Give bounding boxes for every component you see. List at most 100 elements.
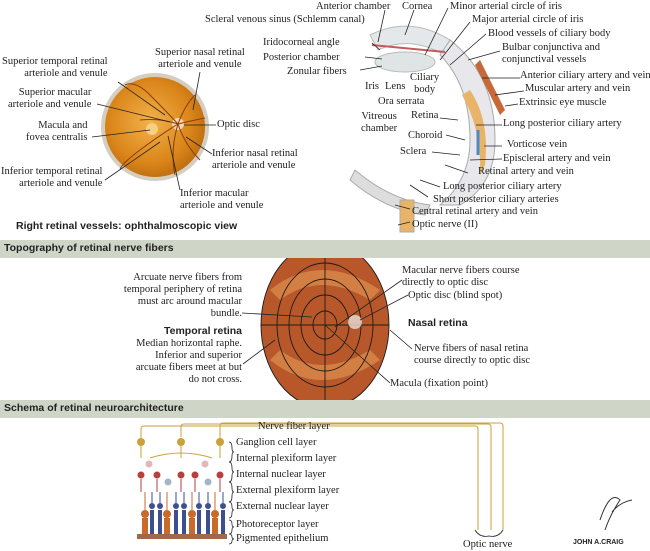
label-major-circle: Major arterial circle of iris — [472, 14, 584, 25]
label-ora-serrata: Ora serrata — [378, 96, 425, 107]
rod-cell — [206, 510, 210, 534]
artist-signature — [599, 497, 633, 531]
retina-schema — [137, 422, 633, 545]
cone-cell — [189, 518, 195, 534]
topo-leaders — [241, 279, 413, 384]
horizontal-cell — [204, 478, 212, 486]
label-scleral-sinus: Scleral venous sinus (Schlemm canal) — [205, 14, 365, 25]
amacrine-cell — [201, 460, 209, 468]
rod-nucleus — [181, 503, 187, 509]
label-minor-circle: Minor arterial circle of iris — [450, 1, 562, 12]
eye-leaders — [359, 7, 525, 226]
label-temporal-retina: Temporal retina — [164, 325, 242, 337]
layer-external-plexiform: External plexiform layer — [236, 485, 340, 496]
rod-nucleus — [196, 503, 202, 509]
label-choroid: Choroid — [408, 130, 443, 141]
label-lens: Lens — [385, 81, 406, 92]
label-central-retinal: Central retinal artery and vein — [412, 206, 538, 217]
cone-cell — [212, 518, 218, 534]
bipolar-cell — [137, 471, 145, 479]
layer-internal-plexiform: Internal plexiform layer — [236, 453, 337, 464]
cone-nucleus — [188, 510, 196, 518]
label-vorticose: Vorticose vein — [507, 139, 568, 150]
label-sclera: Sclera — [400, 146, 427, 157]
layer-photoreceptor: Photoreceptor layer — [236, 519, 319, 530]
layer-ganglion: Ganglion cell layer — [236, 437, 317, 448]
ganglion-branch — [149, 452, 213, 459]
label-blood-ciliary: Blood vessels of ciliary body — [488, 28, 611, 39]
label-optic-nerve-ii: Optic nerve (II) — [412, 219, 478, 230]
fundus-image — [101, 73, 209, 181]
horizontal-cell — [164, 478, 172, 486]
bipolar-cell — [153, 471, 161, 479]
cone-cell — [164, 518, 170, 534]
label-anterior-ciliary: Anterior ciliary artery and vein — [520, 70, 650, 81]
label-temporal-text: Median horizontal raphe.Inferior and sup… — [135, 338, 242, 385]
label-muscular: Muscular artery and vein — [525, 83, 631, 94]
label-zonular: Zonular fibers — [287, 66, 347, 77]
rod-cell — [174, 510, 178, 534]
layer-internal-nuclear: Internal nuclear layer — [236, 469, 326, 480]
section-header-schema: Schema of retinal neuroarchitecture — [0, 400, 650, 418]
label-optic-nerve: Optic nerve — [463, 539, 513, 550]
label-macula-fixation: Macula (fixation point) — [390, 378, 488, 389]
layer-pigmented-epithelium: Pigmented epithelium — [236, 533, 329, 544]
eye-section — [349, 25, 505, 233]
cone-cell — [142, 518, 148, 534]
rod-cell — [182, 510, 186, 534]
fundus-leaders — [91, 71, 216, 191]
label-episcleral: Episcleral artery and vein — [503, 153, 611, 164]
rod-cell — [197, 510, 201, 534]
bipolar-cell — [191, 471, 199, 479]
rod-cell — [221, 510, 225, 534]
rod-nucleus — [173, 503, 179, 509]
cone-nucleus — [163, 510, 171, 518]
cone-nucleus — [141, 510, 149, 518]
label-long-post-ciliary-2: Long posterior ciliary artery — [443, 181, 562, 192]
section-header-topography: Topography of retinal nerve fibers — [0, 240, 650, 258]
label-cornea: Cornea — [402, 1, 433, 12]
rod-nucleus — [205, 503, 211, 509]
bipolar-cell — [216, 471, 224, 479]
bipolar-cell — [177, 471, 185, 479]
ganglion-cell — [137, 438, 145, 446]
fundus-caption: Right retinal vessels: ophthalmoscopic v… — [16, 220, 238, 232]
label-retinal-av: Retinal artery and vein — [478, 166, 574, 177]
layer-nerve-fiber: Nerve fiber layer — [258, 421, 330, 432]
rod-nucleus — [149, 503, 155, 509]
label-retina: Retina — [411, 110, 439, 121]
amacrine-cell — [145, 460, 153, 468]
rod-nucleus — [157, 503, 163, 509]
rod-nucleus — [220, 503, 226, 509]
label-anterior-chamber: Anterior chamber — [316, 1, 391, 12]
rod-cell — [158, 510, 162, 534]
label-nasal-retina: Nasal retina — [408, 317, 468, 329]
cone-nucleus — [211, 510, 219, 518]
rod-cell — [150, 510, 154, 534]
label-short-post-ciliary: Short posterior ciliary arteries — [433, 194, 559, 205]
label-optic-disc: Optic disc — [217, 119, 260, 130]
label-extrinsic: Extrinsic eye muscle — [519, 97, 607, 108]
ganglion-cell — [216, 438, 224, 446]
label-posterior-chamber: Posterior chamber — [263, 52, 340, 63]
signature-text: JOHN A.CRAIG — [573, 539, 624, 546]
layer-external-nuclear: External nuclear layer — [236, 501, 329, 512]
ganglion-cell — [177, 438, 185, 446]
label-topo-optic-disc: Optic disc (blind spot) — [408, 290, 503, 301]
label-iris: Iris — [365, 81, 379, 92]
label-iridocorneal: Iridocorneal angle — [263, 37, 340, 48]
